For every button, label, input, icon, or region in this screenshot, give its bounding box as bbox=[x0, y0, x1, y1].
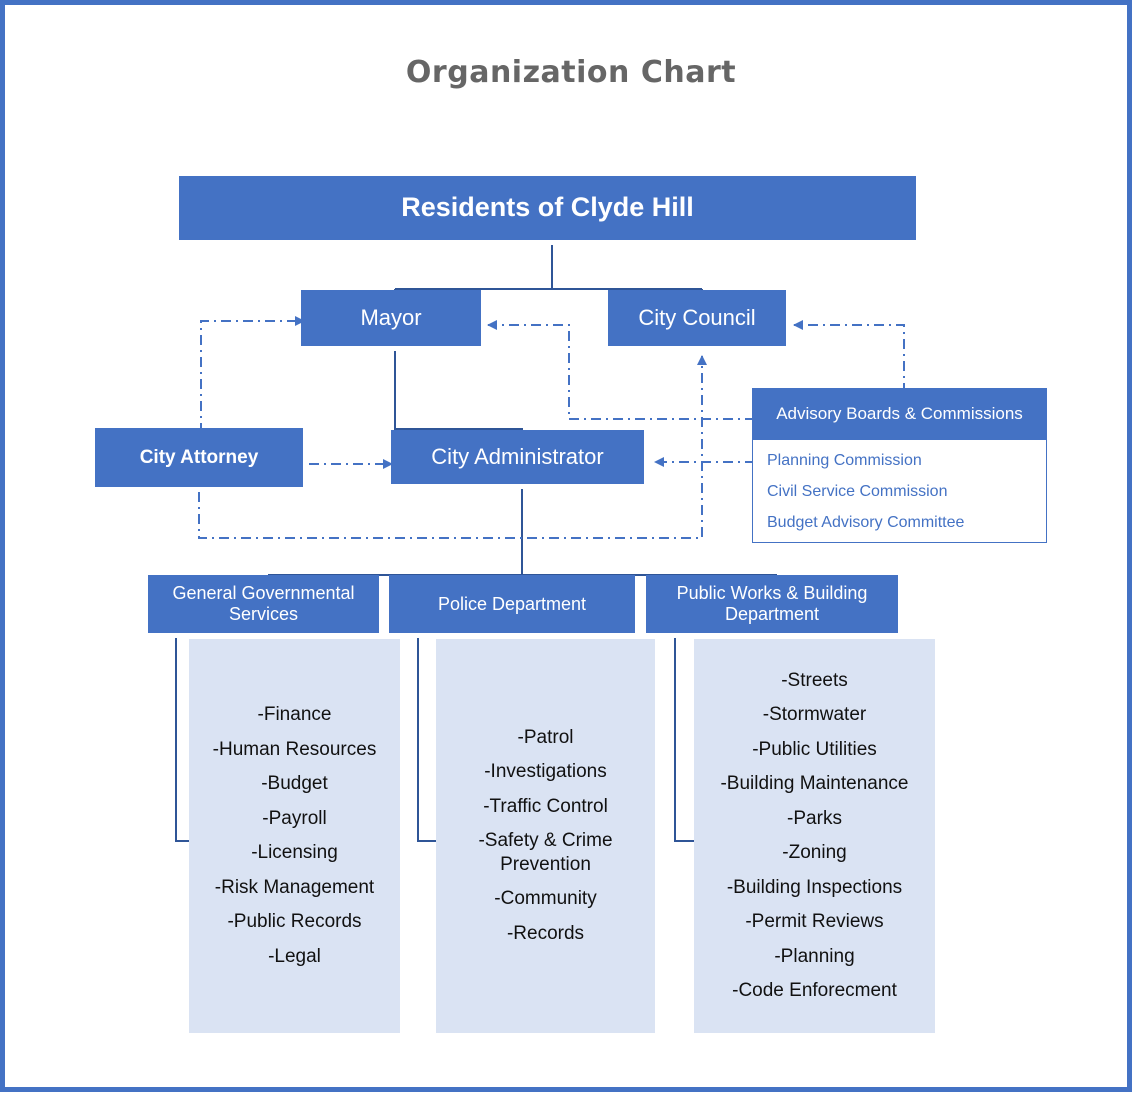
list-item: -Records bbox=[506, 922, 585, 944]
public-works-building-box: Public Works & Building Department bbox=[646, 575, 898, 633]
list-item: -Code Enforecment bbox=[732, 980, 897, 1001]
advisory-boards-label: Advisory Boards & Commissions bbox=[776, 404, 1023, 424]
advisory-boards-header: Advisory Boards & Commissions bbox=[752, 388, 1047, 440]
advisory-boards-list: Planning Commission Civil Service Commis… bbox=[752, 440, 1047, 543]
list-item: -Legal bbox=[268, 945, 321, 967]
list-item: -Streets bbox=[781, 669, 848, 691]
public-works-building-label: Public Works & Building Department bbox=[676, 583, 868, 624]
city-administrator-box: City Administrator bbox=[391, 430, 644, 484]
list-item: -Zoning bbox=[782, 842, 847, 863]
budget-advisory-committee-item: Budget Advisory Committee bbox=[767, 514, 965, 531]
general-governmental-services-label: General Governmental Services bbox=[172, 583, 355, 624]
list-item: -Finance bbox=[257, 704, 332, 725]
list-item: -Building Inspections bbox=[726, 876, 903, 898]
list-item: -Licensing bbox=[251, 842, 338, 863]
chart-title: Organization Chart bbox=[405, 55, 737, 90]
city-council-label: City Council bbox=[638, 305, 756, 331]
planning-commission-item: Planning Commission bbox=[767, 452, 922, 469]
public-works-panel: -Streets -Stormwater -Public Utilities -… bbox=[694, 639, 935, 1033]
list-item: -Planning bbox=[774, 945, 855, 967]
list-item: -Human Resources bbox=[212, 738, 377, 760]
city-attorney-box: City Attorney bbox=[95, 428, 303, 487]
list-item: -Permit Reviews bbox=[745, 911, 884, 932]
mayor-label: Mayor bbox=[360, 305, 422, 331]
list-item: -Budget bbox=[261, 773, 328, 794]
residents-box: Residents of Clyde Hill bbox=[179, 176, 916, 240]
police-panel: -Patrol -Investigations -Traffic Control… bbox=[436, 639, 655, 1033]
list-item: -Investigations bbox=[484, 761, 607, 783]
city-attorney-label: City Attorney bbox=[139, 446, 259, 468]
list-item: -Public Records bbox=[227, 911, 362, 932]
list-item: -Risk Management bbox=[214, 876, 375, 898]
general-services-panel: -Finance -Human Resources -Budget -Payro… bbox=[189, 639, 400, 1033]
list-item: -Patrol bbox=[517, 726, 574, 748]
police-department-label: Police Department bbox=[437, 593, 587, 614]
list-item: -Parks bbox=[787, 807, 842, 829]
list-item: -Public Utilities bbox=[752, 738, 877, 760]
list-item: -Building Maintenance bbox=[720, 773, 909, 794]
city-administrator-label: City Administrator bbox=[431, 444, 604, 470]
police-department-box: Police Department bbox=[389, 575, 635, 633]
city-council-box: City Council bbox=[608, 290, 786, 346]
list-item: -Community bbox=[494, 888, 597, 910]
general-governmental-services-box: General Governmental Services bbox=[148, 575, 379, 633]
civil-service-commission-item: Civil Service Commission bbox=[767, 483, 948, 500]
residents-label: Residents of Clyde Hill bbox=[401, 192, 694, 223]
list-item: -Safety & Crime Prevention bbox=[478, 830, 613, 876]
list-item: -Stormwater bbox=[762, 704, 867, 725]
list-item: -Payroll bbox=[262, 807, 327, 829]
mayor-box: Mayor bbox=[301, 290, 481, 346]
list-item: -Traffic Control bbox=[483, 795, 608, 817]
